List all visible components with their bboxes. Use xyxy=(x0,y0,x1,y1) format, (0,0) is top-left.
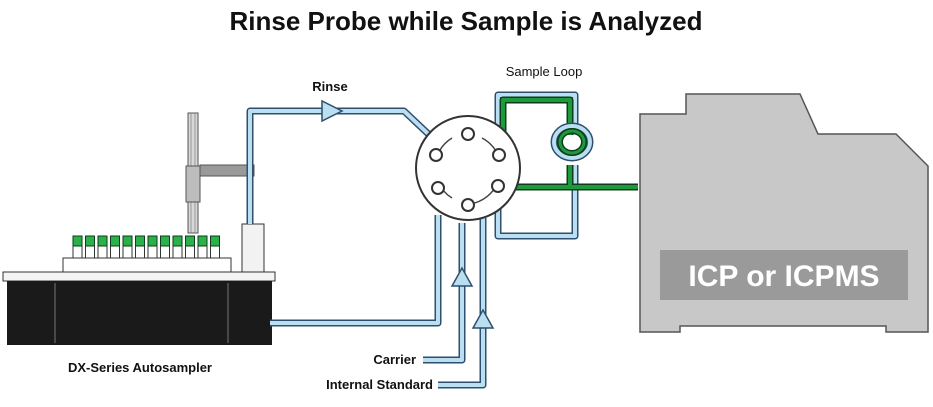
instrument-label: ICP or ICPMS xyxy=(688,260,879,293)
valve-body xyxy=(415,115,521,221)
probe-arm xyxy=(199,164,255,177)
rinse-label: Rinse xyxy=(312,79,347,94)
valve-port xyxy=(431,181,445,195)
tubing xyxy=(246,91,579,389)
valve-port xyxy=(491,179,505,193)
vial-cap xyxy=(110,235,120,247)
internal-standard-flow-arrow xyxy=(471,308,495,329)
sample-line xyxy=(501,98,638,189)
vial-rack xyxy=(72,235,220,259)
internal-standard-label: Internal Standard xyxy=(326,377,433,392)
autosampler: DX-Series Autosampler xyxy=(2,112,276,375)
vial-cap xyxy=(147,235,158,247)
carrier-flow-arrow xyxy=(450,266,474,287)
rinse-flow-arrow xyxy=(321,99,344,123)
autosampler-base xyxy=(7,281,272,345)
diagram-title: Rinse Probe while Sample is Analyzed xyxy=(230,6,703,36)
vial-cap xyxy=(197,235,208,247)
carrier-label: Carrier xyxy=(373,352,416,367)
valve-port xyxy=(429,148,443,162)
sample-loop-coil-inner-fill xyxy=(558,129,586,155)
valve-port xyxy=(492,148,506,162)
sample-loop-coil-outer-fill xyxy=(552,124,592,160)
autosampler-top-plate xyxy=(2,271,276,282)
valve-port xyxy=(461,198,475,212)
vial-cap xyxy=(135,235,145,247)
tube-fill xyxy=(248,93,577,387)
vial-cap xyxy=(185,235,195,247)
icp-instrument: ICP or ICPMS xyxy=(639,93,929,333)
vial-cap xyxy=(210,235,220,247)
instrument-label-box xyxy=(660,250,908,300)
injection-valve xyxy=(415,115,521,221)
vial-cap xyxy=(85,235,95,247)
rinse-station xyxy=(241,223,265,273)
sample-loop-label: Sample Loop xyxy=(506,64,583,79)
vial-cap xyxy=(172,235,183,247)
autosampler-label: DX-Series Autosampler xyxy=(68,360,212,375)
tube-outline xyxy=(246,91,579,389)
vial-cap xyxy=(72,235,83,247)
autosampler-tray xyxy=(62,257,232,274)
probe-block xyxy=(185,165,201,203)
vial-cap xyxy=(97,235,108,247)
vial-cap xyxy=(160,235,170,247)
valve-port xyxy=(461,127,475,141)
vial-cap xyxy=(122,235,133,247)
sample-loop-path xyxy=(499,96,638,191)
